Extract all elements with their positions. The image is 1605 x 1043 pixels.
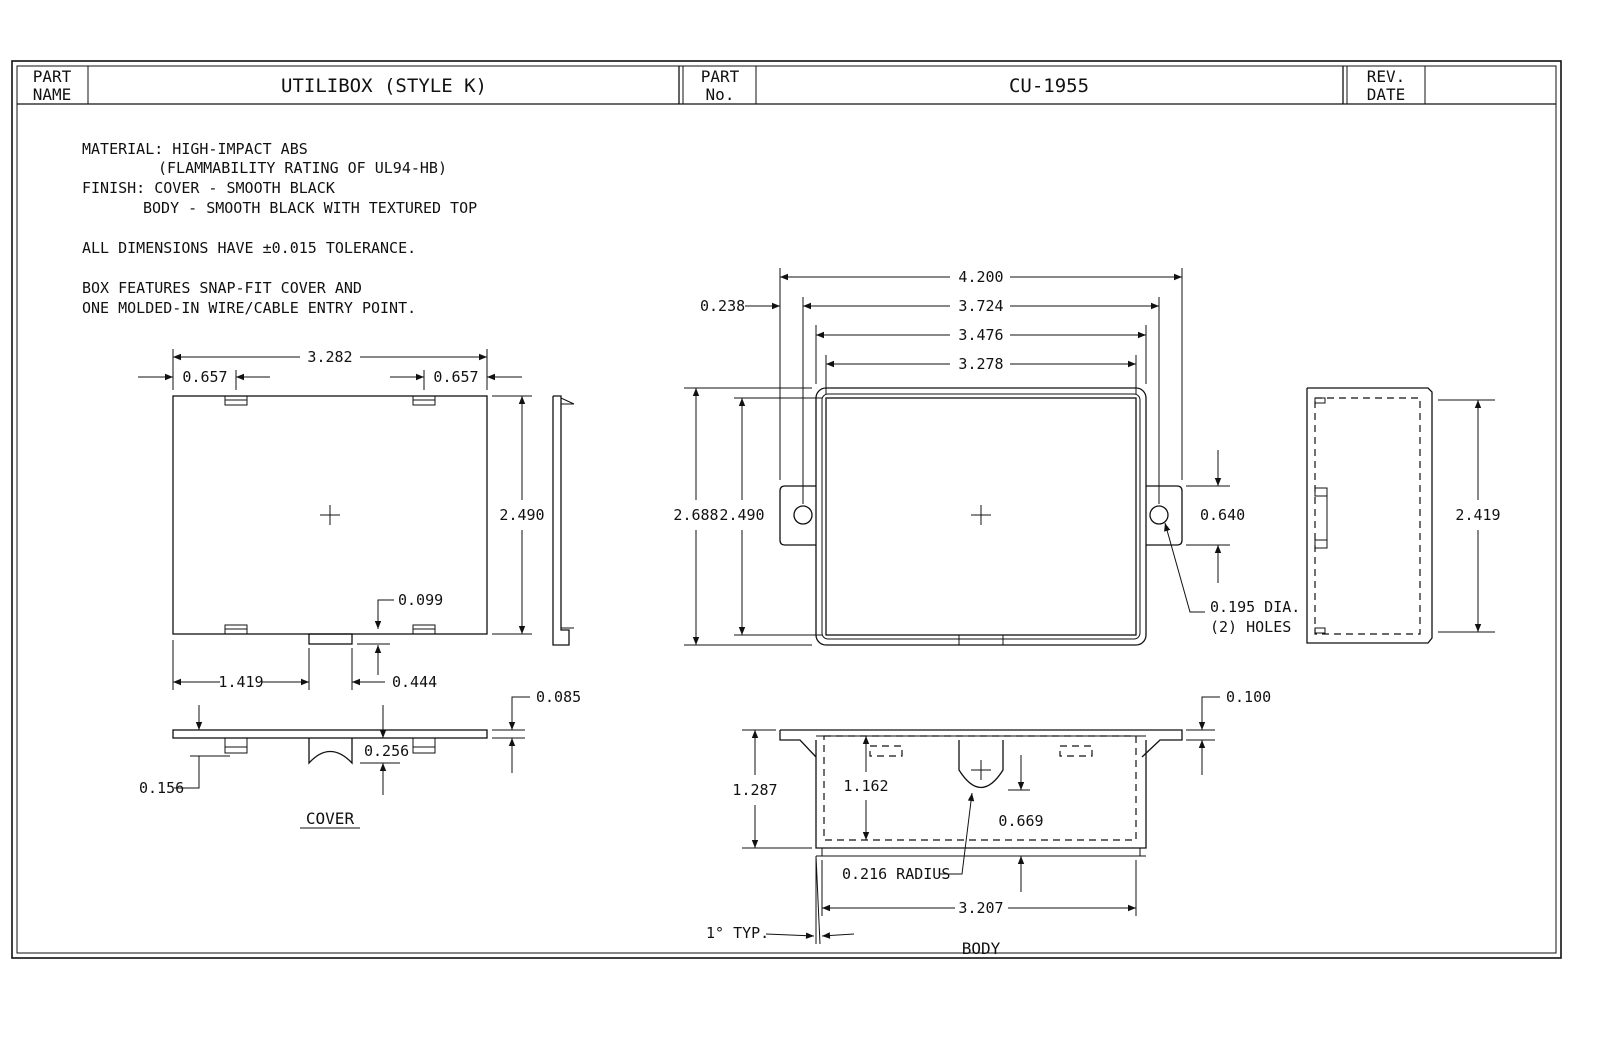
cover-edge-view: [552, 395, 575, 646]
cover-notch-width-label: 0.444: [392, 673, 437, 691]
body-holes-count-label: (2) HOLES: [1210, 618, 1291, 636]
body-view-title: BODY: [962, 939, 1001, 958]
note-features-1: BOX FEATURES SNAP-FIT COVER AND: [82, 279, 362, 297]
body-flange-offset-label: 0.238: [700, 297, 745, 315]
cover-view-title: COVER: [306, 809, 355, 828]
note-finish-body: BODY - SMOOTH BLACK WITH TEXTURED TOP: [143, 199, 477, 217]
part-name-label-bottom: NAME: [33, 85, 72, 104]
body-inner-height-label: 2.490: [719, 506, 764, 524]
title-block: PART NAME UTILIBOX (STYLE K) PART No. CU…: [17, 66, 1556, 105]
body-depth-label: 1.287: [732, 781, 777, 799]
body-draft-label: 1° TYP.: [706, 924, 769, 942]
note-features-2: ONE MOLDED-IN WIRE/CABLE ENTRY POINT.: [82, 299, 416, 317]
body-hole-spacing-label: 3.724: [958, 297, 1003, 315]
body-side-view: 2.419: [1306, 387, 1501, 644]
cover-tab-depth-label: 0.156: [139, 779, 184, 797]
body-bottom-width-label: 3.207: [958, 899, 1003, 917]
body-outer-width-label: 3.476: [958, 326, 1003, 344]
body-front-view: [779, 729, 1183, 857]
part-name-value: UTILIBOX (STYLE K): [281, 75, 487, 97]
cover-dimensions: 3.282 0.657 0.657 2.490 0.099 1.419 0.44…: [138, 348, 545, 691]
cover-top-view: [172, 395, 488, 645]
sheet-frame: [11, 60, 1562, 959]
cover-height-label: 2.490: [499, 506, 544, 524]
body-flange-width-label: 0.640: [1200, 506, 1245, 524]
body-side-height-label: 2.419: [1455, 506, 1500, 524]
part-no-label-top: PART: [701, 67, 740, 86]
body-holes-label: 0.195 DIA.: [1210, 598, 1300, 616]
note-material: MATERIAL: HIGH-IMPACT ABS: [82, 140, 308, 158]
body-flange-thickness-label: 0.100: [1226, 688, 1271, 706]
drawing-notes: MATERIAL: HIGH-IMPACT ABS (FLAMMABILITY …: [82, 140, 477, 317]
cover-tab-offset-right-label: 0.657: [433, 368, 478, 386]
note-flammability: (FLAMMABILITY RATING OF UL94-HB): [158, 159, 447, 177]
note-finish-cover: FINISH: COVER - SMOOTH BLACK: [82, 179, 335, 197]
body-top-view: [779, 387, 1183, 646]
part-no-label-bottom: No.: [706, 85, 735, 104]
cover-width-label: 3.282: [307, 348, 352, 366]
cover-section-view: 0.156 0.256 0.085 COVER: [139, 688, 581, 829]
part-name-label-top: PART: [33, 67, 72, 86]
body-top-dimensions: 4.200 3.724 0.238 3.476 3.278 2.688 2.49…: [673, 268, 1300, 646]
body-entry-depth-label: 0.669: [998, 812, 1043, 830]
cover-thickness-label: 0.085: [536, 688, 581, 706]
body-front-dimensions: 1.287 1.162 0.100 0.669 0.216 RADIUS 3.2…: [706, 688, 1271, 959]
rev-label-top: REV.: [1367, 67, 1406, 86]
cover-notch-pos-label: 1.419: [218, 673, 263, 691]
body-inner-width-label: 3.278: [958, 355, 1003, 373]
rev-label-bottom: DATE: [1367, 85, 1406, 104]
part-no-value: CU-1955: [1009, 75, 1089, 97]
body-inner-depth-label: 1.162: [843, 777, 888, 795]
body-entry-radius-label: 0.216 RADIUS: [842, 865, 950, 883]
note-tolerance: ALL DIMENSIONS HAVE ±0.015 TOLERANCE.: [82, 239, 416, 257]
cover-notch-depth-label: 0.256: [364, 742, 409, 760]
body-overall-width-label: 4.200: [958, 268, 1003, 286]
cover-tab-offset-left-label: 0.657: [182, 368, 227, 386]
cover-notch-label: 0.099: [398, 591, 443, 609]
body-overall-height-label: 2.688: [673, 506, 718, 524]
